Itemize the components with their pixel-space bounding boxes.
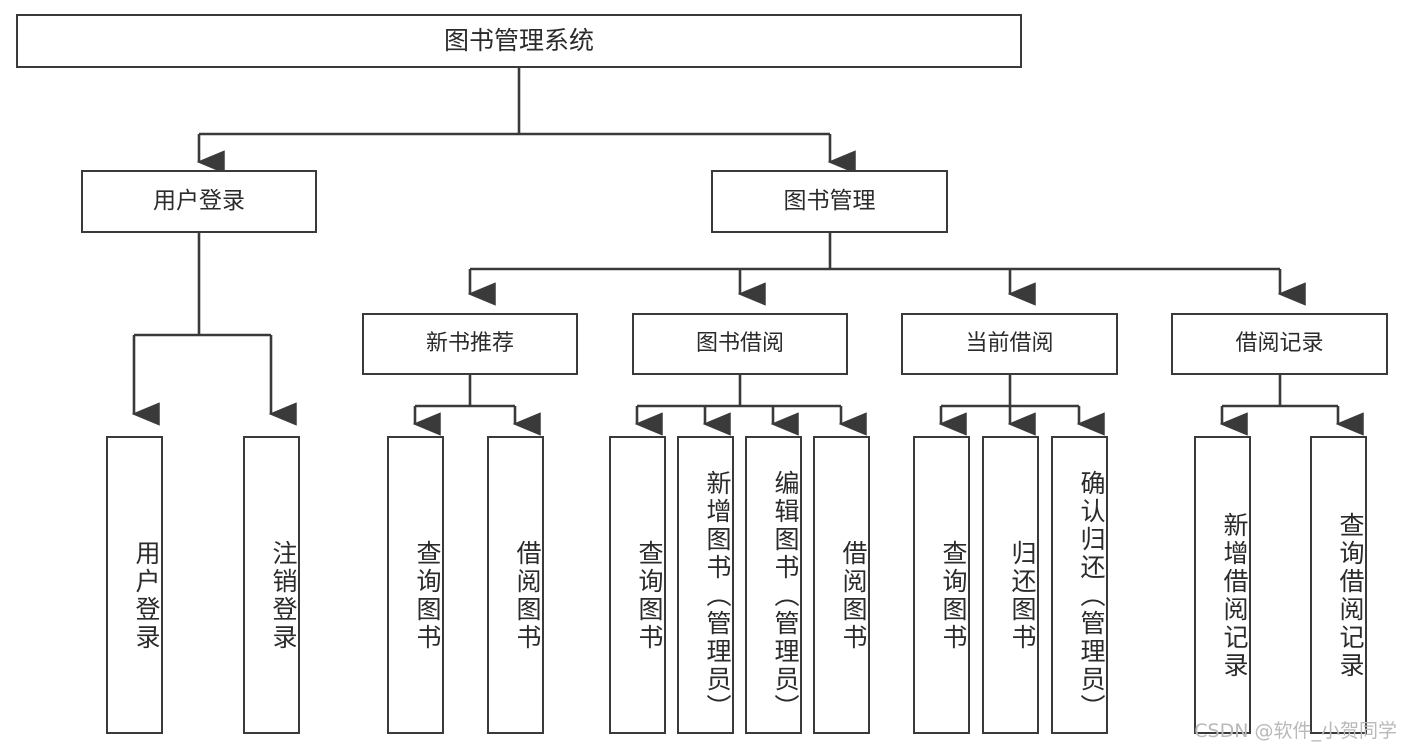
leaf-query-book-borrowing[interactable]: 查询图书 <box>609 436 666 734</box>
node-label: 图书借阅 <box>695 331 784 357</box>
node-label: 当前借阅 <box>965 331 1054 357</box>
node-book-management[interactable]: 图书管理 <box>711 170 948 233</box>
node-label: 确认归还（管理员） <box>1077 470 1106 722</box>
leaf-logout[interactable]: 注销登录 <box>243 436 300 734</box>
node-book-borrowing[interactable]: 图书借阅 <box>632 313 848 375</box>
node-user-login[interactable]: 用户登录 <box>81 170 317 233</box>
node-current-borrowing[interactable]: 当前借阅 <box>901 313 1118 375</box>
leaf-add-book-admin[interactable]: 新增图书（管理员） <box>677 436 734 734</box>
node-new-book-recommendation[interactable]: 新书推荐 <box>362 313 578 375</box>
node-root-system[interactable]: 图书管理系统 <box>16 14 1022 68</box>
leaf-user-login[interactable]: 用户登录 <box>106 436 163 734</box>
node-label: 查询图书 <box>635 540 664 652</box>
leaf-add-borrow-record[interactable]: 新增借阅记录 <box>1194 436 1251 734</box>
node-label: 新书推荐 <box>425 331 514 357</box>
leaf-query-book-current[interactable]: 查询图书 <box>913 436 970 734</box>
node-label: 用户登录 <box>153 187 245 214</box>
leaf-edit-book-admin[interactable]: 编辑图书（管理员） <box>745 436 802 734</box>
node-label: 新增借阅记录 <box>1220 512 1249 680</box>
node-label: 借阅图书 <box>513 540 542 652</box>
node-label: 查询图书 <box>939 540 968 652</box>
node-label: 查询图书 <box>413 540 442 652</box>
node-borrow-records[interactable]: 借阅记录 <box>1171 313 1388 375</box>
leaf-confirm-return-admin[interactable]: 确认归还（管理员） <box>1051 436 1108 734</box>
leaf-return-book[interactable]: 归还图书 <box>982 436 1039 734</box>
leaf-query-book-recommendation[interactable]: 查询图书 <box>387 436 444 734</box>
node-label: 注销登录 <box>269 540 298 652</box>
node-label: 图书管理 <box>783 187 876 214</box>
node-label: 用户登录 <box>132 540 161 652</box>
node-label: 查询借阅记录 <box>1336 512 1365 680</box>
node-label: 图书管理系统 <box>443 26 594 56</box>
node-label: 新增图书（管理员） <box>703 470 732 722</box>
leaf-borrow-book-recommendation[interactable]: 借阅图书 <box>487 436 544 734</box>
csdn-watermark: CSDN @软件_小贺同学 <box>1194 720 1397 742</box>
node-label: 借阅图书 <box>839 540 868 652</box>
node-label: 归还图书 <box>1008 540 1037 652</box>
node-label: 编辑图书（管理员） <box>771 470 800 722</box>
leaf-borrow-book-borrowing[interactable]: 借阅图书 <box>813 436 870 734</box>
node-label: 借阅记录 <box>1235 331 1324 357</box>
leaf-query-borrow-record[interactable]: 查询借阅记录 <box>1310 436 1367 734</box>
